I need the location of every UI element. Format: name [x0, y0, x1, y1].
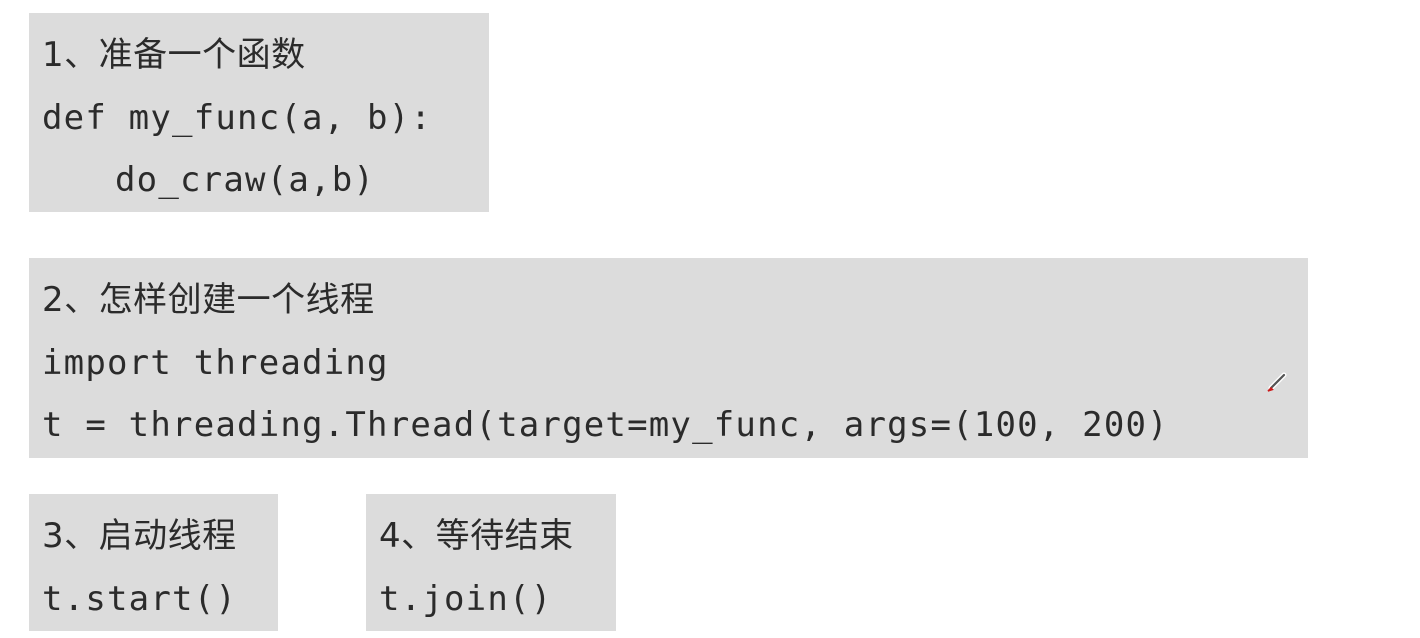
step-2-code-line-1: import threading — [42, 343, 389, 383]
step-2-card: 2、怎样创建一个线程 import threading t = threadin… — [29, 258, 1308, 458]
step-2-heading: 2、怎样创建一个线程 — [42, 280, 375, 320]
step-4-card: 4、等待结束 t.join() — [366, 494, 616, 631]
step-1-code-line-2: do_craw(a,b) — [115, 160, 376, 200]
step-3-card: 3、启动线程 t.start() — [29, 494, 278, 631]
step-1-code-line-1: def my_func(a, b): — [42, 98, 433, 138]
pen-cursor-icon — [1267, 372, 1287, 392]
step-3-code-line-1: t.start() — [42, 579, 238, 619]
step-1-heading: 1、准备一个函数 — [42, 35, 306, 75]
step-4-heading: 4、等待结束 — [379, 516, 574, 556]
step-3-heading: 3、启动线程 — [42, 516, 237, 556]
step-4-code-line-1: t.join() — [379, 579, 553, 619]
step-2-code-line-2: t = threading.Thread(target=my_func, arg… — [42, 405, 1169, 445]
step-1-card: 1、准备一个函数 def my_func(a, b): do_craw(a,b) — [29, 13, 489, 212]
